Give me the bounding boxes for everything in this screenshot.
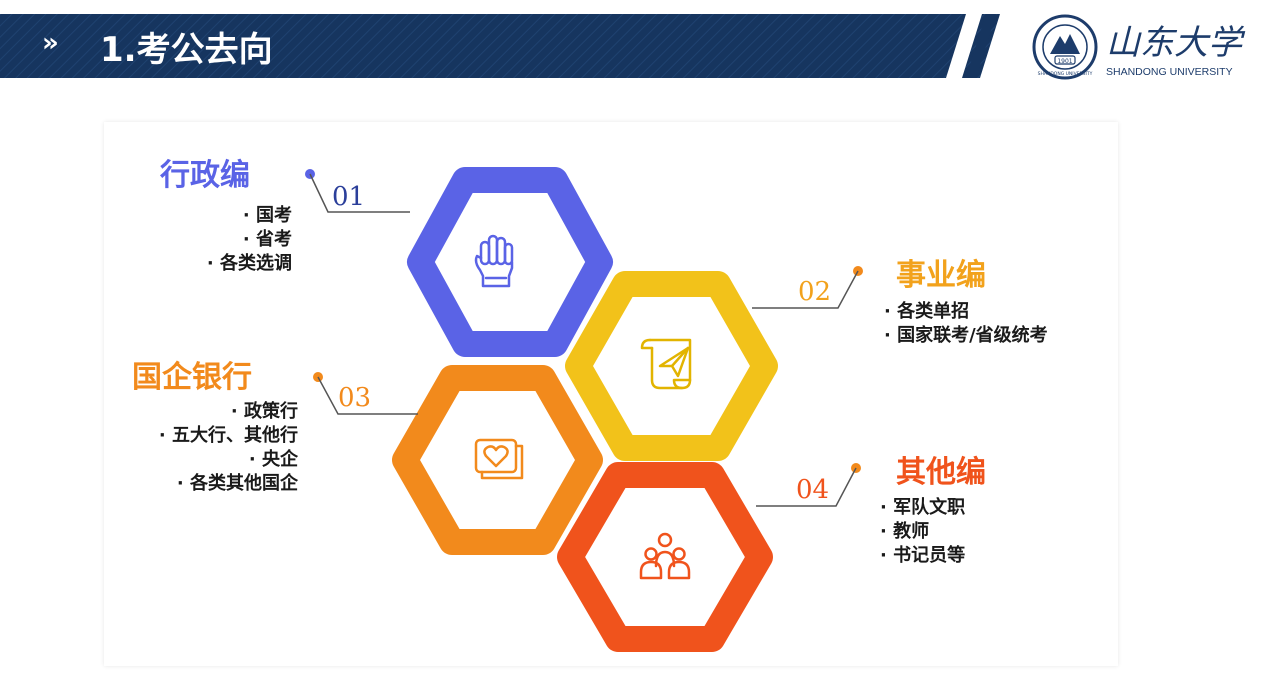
- hexagon-03: [392, 365, 603, 555]
- list-item: 书记员等: [880, 544, 965, 568]
- fist-icon: [474, 234, 514, 288]
- category-title-02: 事业编: [896, 258, 986, 293]
- seal-ring-text: SHANDONG UNIVERSITY: [1038, 71, 1093, 77]
- list-item: 各类单招: [884, 300, 1048, 324]
- heart-card-icon: [474, 438, 524, 480]
- seal-year: 1901: [1057, 58, 1072, 65]
- category-title-03: 国企银行: [132, 360, 252, 395]
- university-logo: 1901 SHANDONG UNIVERSITY 山东大学 SHANDONG U…: [1032, 14, 1246, 80]
- number-03: 03: [338, 383, 371, 413]
- header-band: [0, 14, 1000, 78]
- list-item: 省考: [207, 228, 292, 252]
- group-icon: [639, 532, 691, 580]
- logo-name-cn: 山东大学: [1106, 23, 1246, 63]
- category-title-01: 行政编: [160, 158, 250, 193]
- list-item: 国考: [207, 204, 292, 228]
- list-item: 各类选调: [207, 252, 292, 276]
- number-01: 01: [332, 182, 365, 212]
- hexagon-04: [557, 462, 773, 652]
- scroll-plane-icon: [640, 338, 692, 390]
- category-items-01: 国考 省考 各类选调: [207, 204, 292, 276]
- page-title: 1.考公去向: [100, 30, 273, 70]
- hexagon-01: [407, 167, 613, 357]
- connector-04: [756, 463, 861, 507]
- list-item: 国家联考/省级统考: [884, 324, 1048, 348]
- category-title-04: 其他编: [896, 455, 986, 490]
- connector-01: [305, 169, 410, 213]
- connector-03: [313, 372, 418, 415]
- list-item: 央企: [159, 448, 298, 472]
- list-item: 五大行、其他行: [159, 424, 298, 448]
- list-item: 各类其他国企: [159, 472, 298, 496]
- category-items-04: 军队文职 教师 书记员等: [880, 496, 965, 568]
- list-item: 政策行: [159, 400, 298, 424]
- logo-name-en: SHANDONG UNIVERSITY: [1106, 66, 1233, 78]
- connector-02: [752, 266, 863, 309]
- category-items-03: 政策行 五大行、其他行 央企 各类其他国企: [159, 400, 298, 496]
- chevron-icon: »: [42, 28, 59, 58]
- number-02: 02: [798, 277, 831, 307]
- seal-icon: 1901 SHANDONG UNIVERSITY: [1032, 14, 1098, 80]
- list-item: 军队文职: [880, 496, 965, 520]
- category-items-02: 各类单招 国家联考/省级统考: [884, 300, 1048, 348]
- number-04: 04: [796, 475, 829, 505]
- list-item: 教师: [880, 520, 965, 544]
